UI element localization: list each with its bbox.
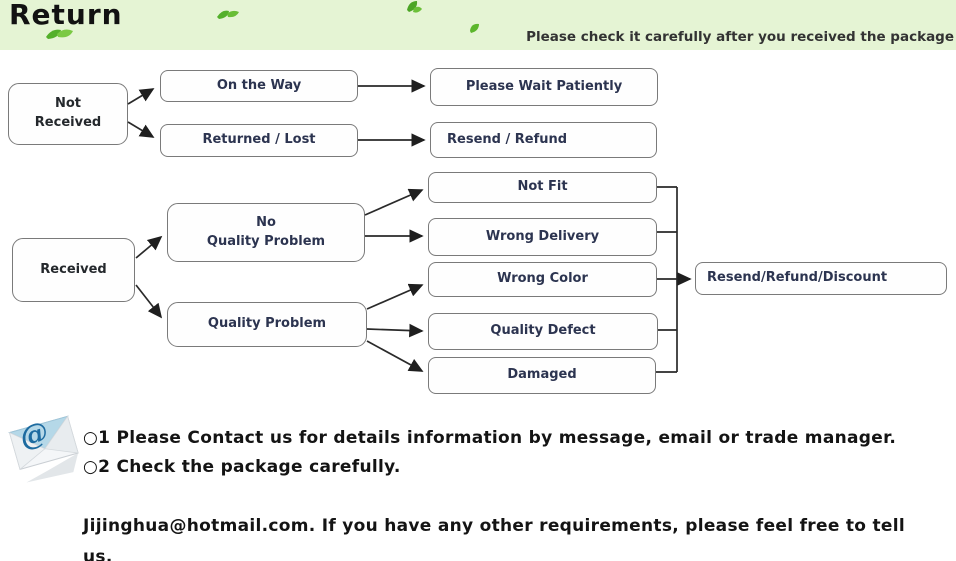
flow-node-damaged: Damaged [428, 357, 656, 394]
leaf-icon [216, 7, 240, 26]
page-title: Return [9, 0, 123, 31]
flow-node-returned-lost: Returned / Lost [160, 124, 358, 157]
flow-node-not-received: Not Received [8, 83, 128, 145]
flow-node-resend-refund-discount: Resend/Refund/Discount [695, 262, 947, 295]
banner: Return Please check it carefully after y… [0, 0, 956, 50]
flow-node-quality-defect: Quality Defect [428, 313, 658, 350]
flow-node-resend-refund: Resend / Refund [430, 122, 657, 158]
flow-node-no-quality-problem: No Quality Problem [167, 203, 365, 262]
leaf-icon [44, 26, 74, 47]
leaf-icon [468, 21, 482, 40]
email-envelope-at-icon: @ [2, 401, 84, 491]
flow-node-please-wait: Please Wait Patiently [430, 68, 658, 106]
flow-node-on-the-way: On the Way [160, 70, 358, 102]
flow-node-received: Received [12, 238, 135, 302]
flow-node-wrong-delivery: Wrong Delivery [428, 218, 657, 256]
flow-node-wrong-color: Wrong Color [428, 262, 657, 297]
flow-node-not-fit: Not Fit [428, 172, 657, 203]
note-check-package: ○2 Check the package carefully. [83, 457, 401, 477]
flow-node-quality-problem: Quality Problem [167, 302, 367, 347]
banner-notice-text: Please check it carefully after you rece… [526, 29, 954, 45]
note-contact-us: ○1 Please Contact us for details informa… [83, 428, 897, 448]
contact-email-text: Jijinghua@hotmail.com. If you have any o… [83, 516, 905, 561]
leaf-icon [405, 0, 423, 20]
